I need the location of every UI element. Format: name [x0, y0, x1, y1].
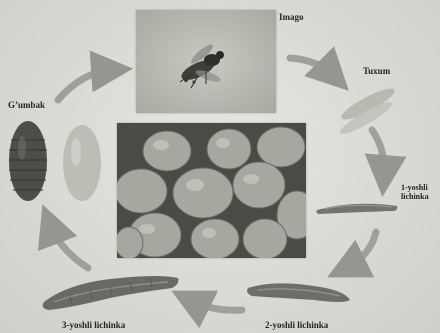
arrow-larva-1-to-larva-2: [346, 232, 376, 268]
arrow-egg-to-larva-1: [372, 130, 384, 176]
arrow-imago-to-egg: [290, 58, 334, 76]
arrow-larva-3-to-pupa: [50, 224, 88, 268]
arrow-larva-2-to-larva-3: [190, 300, 242, 310]
arrow-pupa-to-imago: [58, 70, 112, 100]
